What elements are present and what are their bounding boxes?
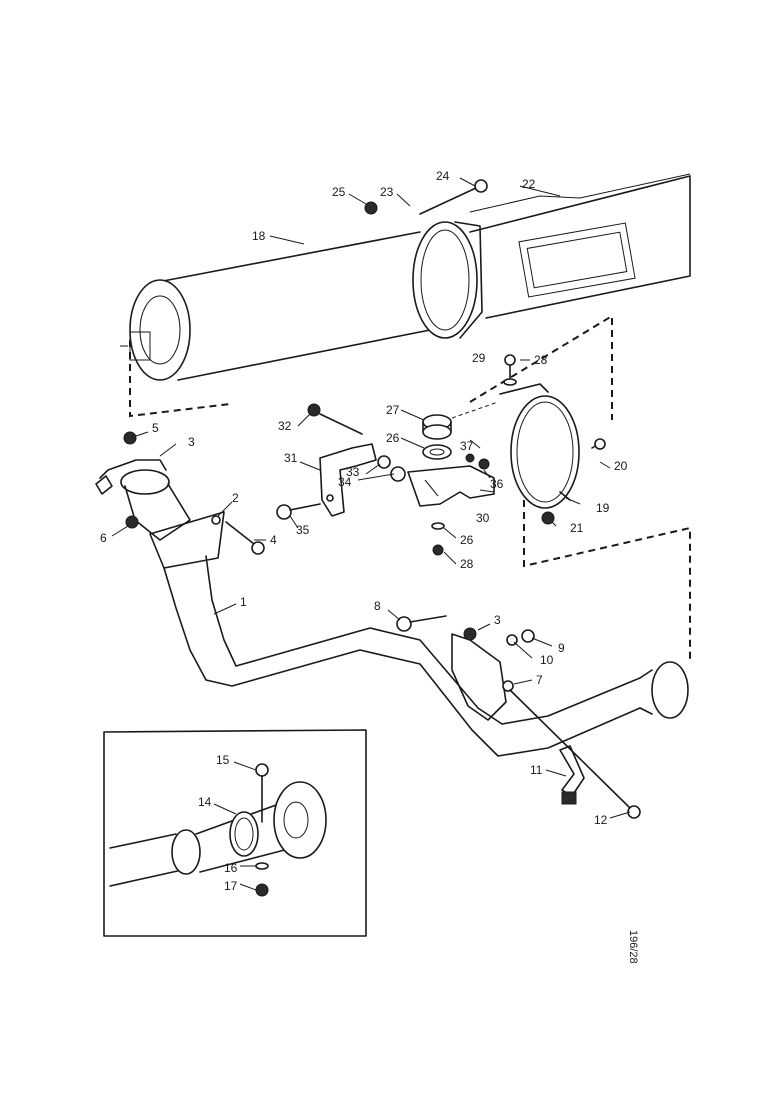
- callout-labels: 18 25 23 24 22 29 28 27 26 37 36 30 26 2…: [100, 169, 628, 893]
- callout-3b: 3: [494, 613, 501, 627]
- front-pipe-flange-2: [120, 469, 225, 569]
- bracket-30: [407, 465, 495, 556]
- rear-silencer-part: [120, 231, 431, 381]
- detail-inset: [103, 729, 367, 937]
- callout-1: 1: [240, 595, 247, 609]
- callout-34: 34: [338, 475, 352, 489]
- silencer-clamp-part: [412, 221, 483, 339]
- bolt-24: [419, 179, 488, 215]
- callout-26b: 26: [460, 533, 474, 547]
- callout-28a: 28: [534, 353, 548, 367]
- clamp-11: [559, 745, 585, 805]
- callout-20: 20: [614, 459, 628, 473]
- bolt-8: [396, 615, 447, 632]
- bolt-4: [225, 521, 265, 555]
- callout-21: 21: [570, 521, 584, 535]
- rubber-mount-27: [422, 414, 452, 440]
- callout-18: 18: [252, 229, 266, 243]
- callout-16: 16: [224, 861, 238, 875]
- callout-28b: 28: [460, 557, 474, 571]
- callout-25: 25: [332, 185, 346, 199]
- callout-27: 27: [386, 403, 400, 417]
- callout-19: 19: [596, 501, 610, 515]
- nut-36-37: [465, 453, 490, 470]
- mounting-ring-part: [499, 383, 606, 525]
- callout-32: 32: [278, 419, 292, 433]
- callout-3a: 3: [188, 435, 195, 449]
- callout-37: 37: [460, 439, 474, 453]
- bolt-12: [509, 689, 641, 819]
- callout-17: 17: [224, 879, 238, 893]
- callout-11: 11: [530, 763, 543, 777]
- callout-4: 4: [270, 533, 277, 547]
- callout-31: 31: [284, 451, 298, 465]
- assembly-boundary: [129, 314, 613, 420]
- clamp-3-upper: [95, 431, 167, 495]
- callout-24: 24: [436, 169, 450, 183]
- nut-25: [364, 201, 378, 215]
- callout-6: 6: [100, 531, 107, 545]
- bracket-31: [319, 443, 377, 517]
- rear-hanger-bracket: [451, 627, 535, 721]
- callout-14: 14: [198, 795, 212, 809]
- callout-7: 7: [536, 673, 543, 687]
- callout-26a: 26: [386, 431, 400, 445]
- bolt-32: [307, 403, 363, 435]
- callout-8: 8: [374, 599, 381, 613]
- callout-10: 10: [540, 653, 554, 667]
- callout-36: 36: [490, 477, 504, 491]
- callout-2: 2: [232, 491, 239, 505]
- callout-29: 29: [472, 351, 486, 365]
- leader-lines: [111, 177, 631, 891]
- callout-9: 9: [558, 641, 565, 655]
- callout-35: 35: [296, 523, 310, 537]
- callout-12: 12: [594, 813, 608, 827]
- front-exhaust-pipe-1: [163, 555, 689, 757]
- rubber-mount-26: [422, 444, 452, 460]
- bolt-29: [503, 354, 517, 386]
- callout-22: 22: [522, 177, 536, 191]
- callout-5: 5: [152, 421, 159, 435]
- callout-23: 23: [380, 185, 394, 199]
- callout-33: 33: [346, 465, 360, 479]
- washer-33-34: [377, 455, 406, 482]
- nut-6: [125, 515, 139, 529]
- bolt-35: [276, 503, 321, 520]
- assembly-boundary-lower: [523, 500, 691, 660]
- drawing-code: 196/28: [627, 930, 639, 964]
- callout-15: 15: [216, 753, 230, 767]
- mount-dashed-leader: [451, 401, 499, 419]
- tail-shroud-part: [469, 173, 691, 319]
- callout-30: 30: [476, 511, 490, 525]
